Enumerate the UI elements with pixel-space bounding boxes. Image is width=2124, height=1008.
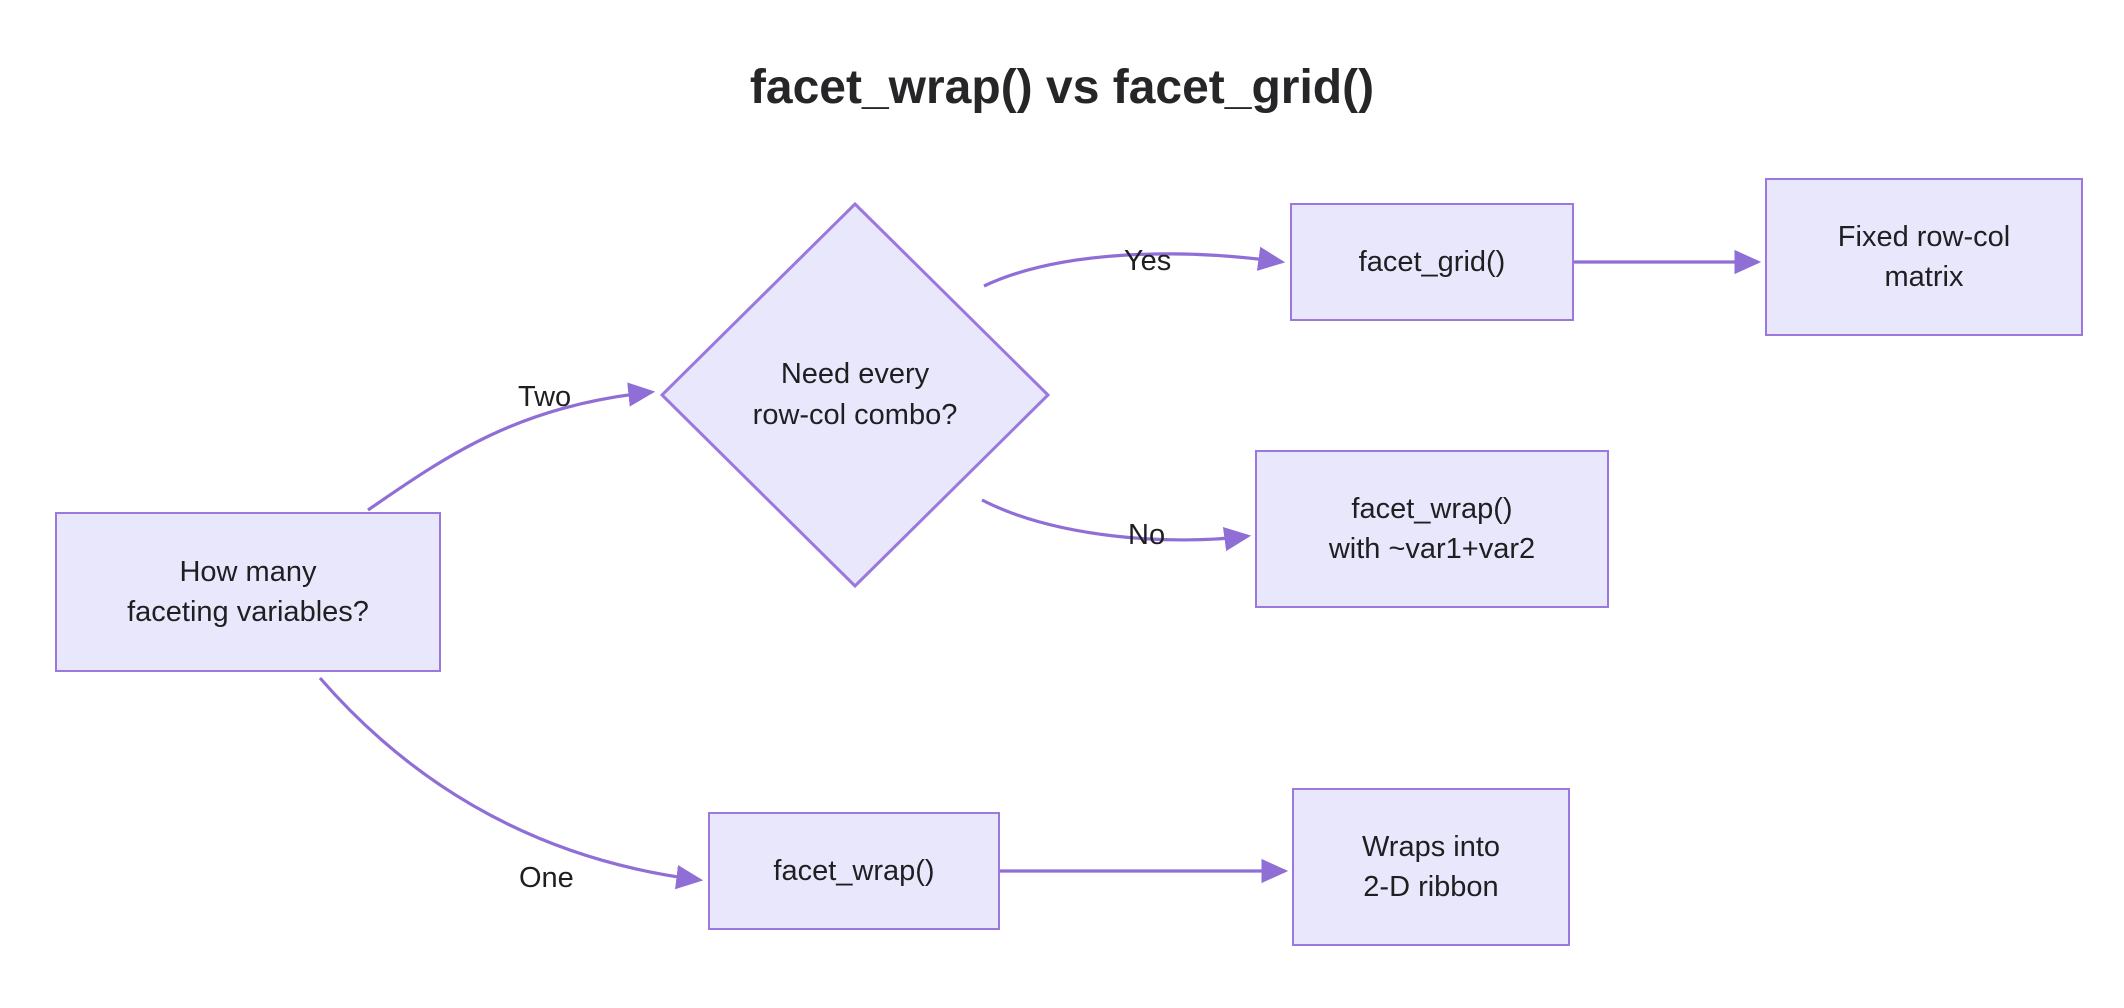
- node-label: facet_wrap(): [773, 854, 935, 887]
- edge-start-to-decision: [367, 382, 656, 512]
- edge-label-yes: Yes: [1124, 245, 1172, 277]
- node-label: Wraps into 2-D ribbon: [1361, 830, 1501, 903]
- node-fixed-row-col-matrix[interactable]: Fixed row-col matrix: [1765, 178, 2083, 336]
- node-label: facet_wrap() with ~var1+var2: [1328, 492, 1536, 565]
- node-how-many-faceting-variables[interactable]: How many faceting variables?: [55, 512, 441, 672]
- node-facet-grid[interactable]: facet_grid(): [1290, 203, 1574, 321]
- diamond-shape: [660, 202, 1050, 588]
- edge-label-no: No: [1128, 519, 1166, 551]
- node-facet-wrap-two-vars[interactable]: facet_wrap() with ~var1+var2: [1255, 450, 1609, 608]
- node-label: Need every row-col combo?: [752, 357, 958, 431]
- page-title: facet_wrap() vs facet_grid(): [749, 61, 1375, 114]
- edge-decision-to-facet-grid: [983, 246, 1286, 288]
- node-facet-wrap-one-var[interactable]: facet_wrap(): [708, 812, 1000, 930]
- node-need-every-row-col-combo[interactable]: Need every row-col combo?: [660, 202, 1050, 588]
- node-label: Fixed row-col matrix: [1837, 220, 2011, 293]
- edge-label-two: Two: [518, 381, 572, 413]
- edge-label-one: One: [519, 862, 574, 894]
- node-label: facet_grid(): [1358, 245, 1506, 278]
- edge-decision-to-facet-wrap-two: [981, 498, 1252, 552]
- node-wraps-into-2d-ribbon[interactable]: Wraps into 2-D ribbon: [1292, 788, 1570, 946]
- edge-start-to-facet-wrap-one: [318, 676, 704, 890]
- node-label: How many faceting variables?: [127, 555, 369, 628]
